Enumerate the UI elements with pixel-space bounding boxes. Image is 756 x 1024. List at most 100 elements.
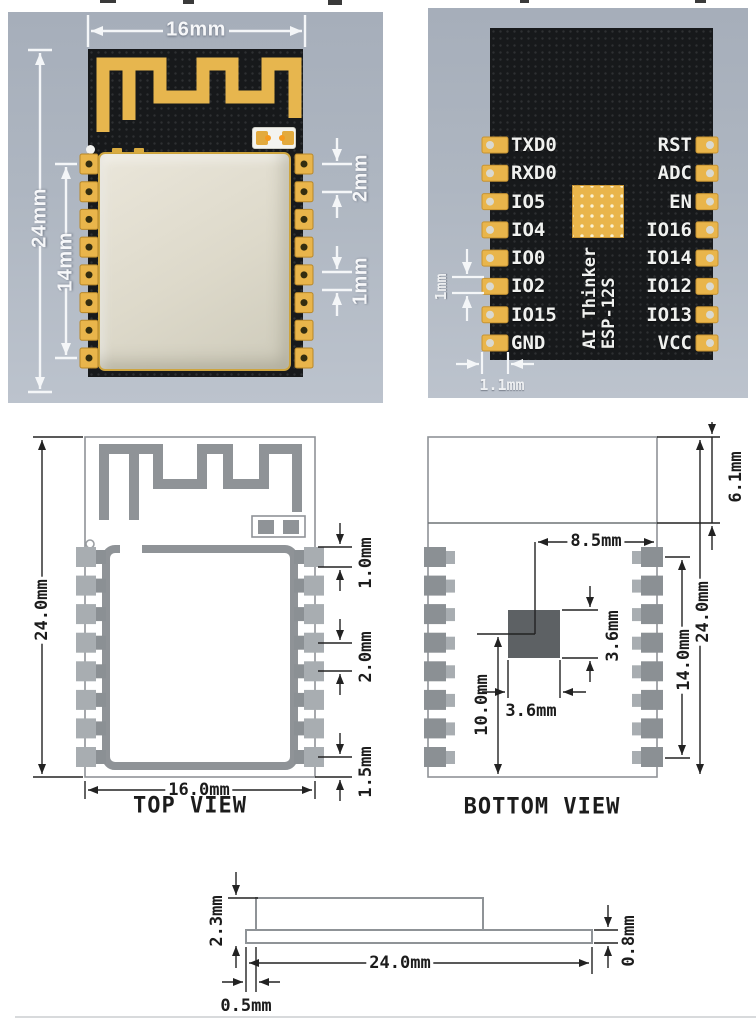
dim-label-padwidth-1mm: 1mm	[349, 256, 372, 306]
module-pad	[76, 632, 96, 653]
module-pad	[632, 693, 641, 707]
pin1-marker-dot	[86, 145, 95, 154]
module-pad	[424, 718, 446, 739]
module-pad	[96, 721, 106, 736]
dim-label-sv-edgeoffset: 0.5mm	[220, 996, 272, 1016]
dim-label-padheight-1mm: 1mm	[432, 273, 450, 301]
dim-label-tv-padpitch: 2.0mm	[356, 631, 376, 683]
module-pad	[446, 551, 455, 564]
pin-label-io0: IO0	[511, 247, 546, 269]
pin-label-rst: RST	[657, 134, 692, 156]
module-pad	[304, 718, 324, 739]
dim-label-bv-thermalx: 8.5mm	[567, 531, 625, 551]
dim-label-bv-padspan: 14.0mm	[674, 626, 694, 694]
module-pad	[96, 692, 106, 707]
dim-label-width-16mm: 16mm	[166, 18, 226, 41]
module-pad	[632, 636, 641, 650]
module-pad	[76, 575, 96, 596]
module-pad	[641, 547, 663, 567]
pin-label-adc: ADC	[657, 162, 692, 184]
pin-label-io15: IO15	[511, 304, 557, 326]
page-bottom-rule	[15, 1016, 756, 1018]
pin-label-io13: IO13	[646, 304, 692, 326]
module-pad	[96, 578, 106, 593]
module-pad	[76, 718, 96, 739]
dim-label-bv-antenna: 6.1mm	[726, 451, 746, 503]
bottom-view-dimensions	[477, 422, 720, 774]
module-pad	[304, 661, 324, 682]
shield-tab	[134, 148, 144, 153]
module-pad	[641, 604, 663, 625]
module-pad	[632, 665, 641, 679]
module-pad	[424, 547, 446, 567]
module-pad	[96, 550, 106, 564]
shield-tab	[112, 148, 122, 153]
module-pad	[446, 722, 455, 736]
dim-label-height-24mm: 24mm	[28, 188, 51, 248]
module-pad	[641, 747, 663, 767]
led-component	[252, 127, 296, 149]
module-pad	[641, 661, 663, 682]
module-pad	[294, 550, 304, 564]
dim-label-padwidth-1-1mm: 1.1mm	[479, 376, 525, 394]
led-pad	[256, 131, 268, 145]
top-view-dimensions	[33, 436, 352, 801]
module-pcb-bottom-photo	[490, 28, 713, 360]
module-pad	[76, 547, 96, 567]
module-pad	[76, 747, 96, 767]
dim-label-padspan-14mm: 14mm	[54, 232, 77, 292]
pin-label-io14: IO14	[646, 247, 692, 269]
module-pad	[76, 661, 96, 682]
module-pad	[294, 721, 304, 736]
dim-label-tv-height: 24.0mm	[32, 576, 52, 644]
dim-label-bv-thermalheight: 3.6mm	[603, 610, 623, 662]
module-pad	[446, 751, 455, 764]
module-pad	[294, 692, 304, 707]
module-pad	[641, 689, 663, 710]
pin-label-en: EN	[669, 191, 692, 213]
led-dot	[265, 135, 271, 141]
module-pad	[446, 693, 455, 707]
module-pad	[294, 607, 304, 622]
module-pad	[96, 750, 106, 764]
pin-label-rxd0: RXD0	[511, 162, 557, 184]
led-dot	[279, 135, 285, 141]
module-pad	[446, 636, 455, 650]
module-pad	[424, 747, 446, 767]
module-pad	[632, 579, 641, 593]
module-pad	[76, 604, 96, 625]
module-pad	[96, 607, 106, 622]
module-pad	[641, 575, 663, 596]
module-pad	[424, 604, 446, 625]
cropped-text-fragment	[328, 0, 342, 5]
pin-label-io4: IO4	[511, 219, 546, 241]
module-pad	[446, 608, 455, 622]
module-pad	[304, 604, 324, 625]
module-pad	[304, 747, 324, 767]
pin-label-io16: IO16	[646, 219, 692, 241]
module-pad	[632, 751, 641, 764]
dim-label-tv-padlength: 1.0mm	[356, 537, 376, 589]
module-pad	[304, 575, 324, 596]
module-pad	[641, 632, 663, 653]
dim-label-sv-length: 24.0mm	[366, 953, 434, 973]
dim-label-bv-height: 24.0mm	[693, 578, 713, 646]
module-pad	[304, 689, 324, 710]
module-pad	[632, 551, 641, 564]
dim-label-tv-padend: 1.5mm	[356, 746, 376, 798]
module-pad	[294, 664, 304, 679]
module-pad	[632, 608, 641, 622]
bottom-view-drawing	[427, 436, 658, 778]
module-pad	[96, 664, 106, 679]
pin-label-txd0: TXD0	[511, 134, 557, 156]
module-pad	[446, 665, 455, 679]
top-view-drawing	[84, 436, 316, 778]
module-pad	[424, 689, 446, 710]
module-pad	[304, 547, 324, 567]
module-pad	[632, 722, 641, 736]
module-pad	[76, 689, 96, 710]
dim-label-bv-thermalwidth: 3.6mm	[505, 701, 557, 721]
module-pad	[641, 718, 663, 739]
side-view-dimensions	[222, 872, 618, 992]
